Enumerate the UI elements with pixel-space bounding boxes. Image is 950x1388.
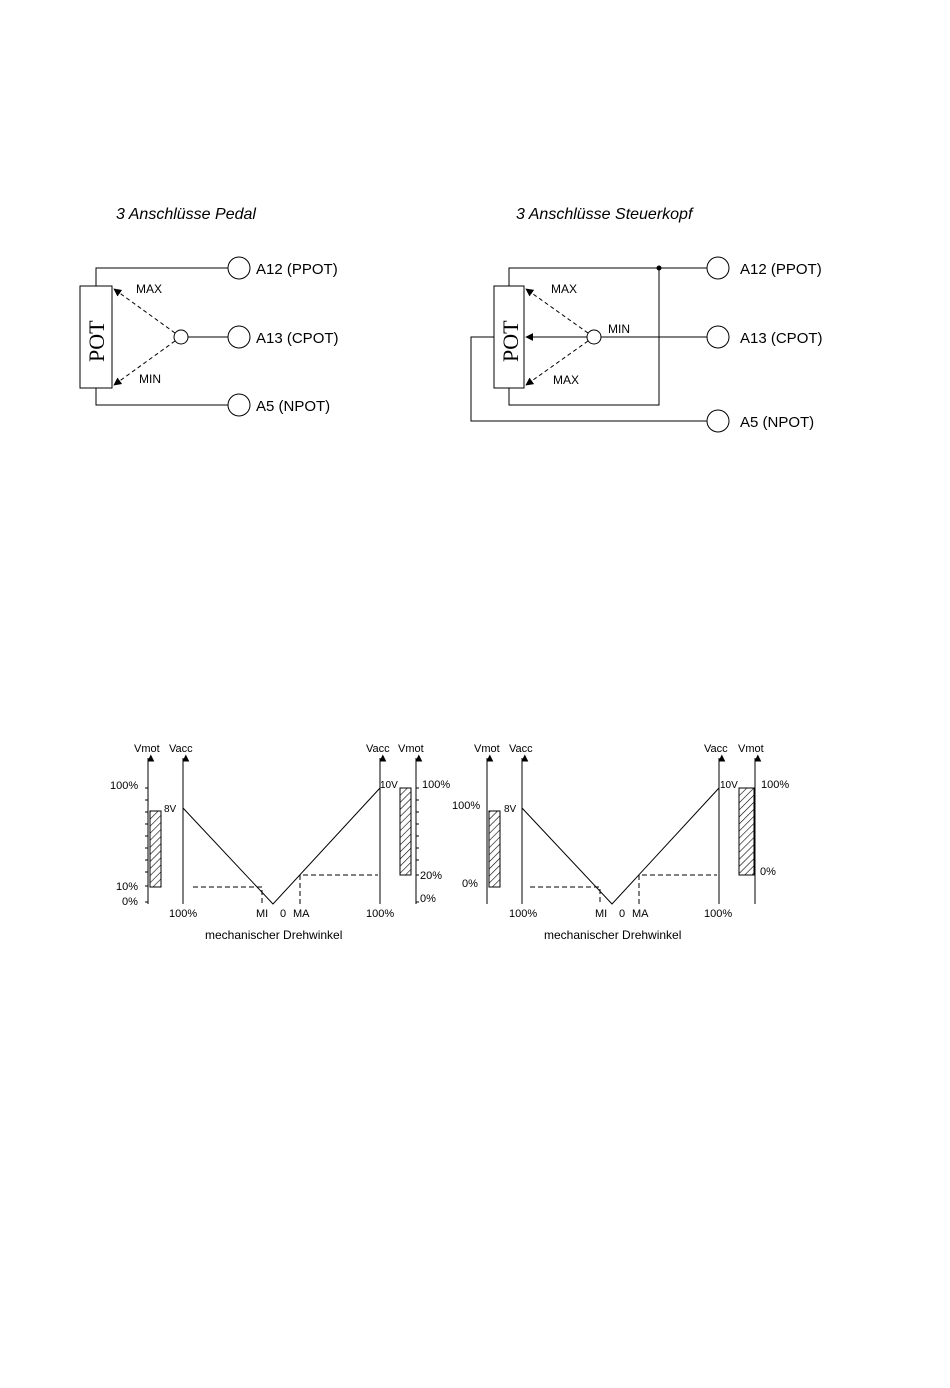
steuerkopf-wire-top xyxy=(508,267,707,286)
left-vacc-right-title: Vacc xyxy=(366,743,390,755)
left-right-tick-20: 20% xyxy=(420,870,442,882)
right-characteristic-curve xyxy=(521,787,720,905)
left-voltage-10v: 10V xyxy=(380,780,398,791)
right-left-tick-0: 0% xyxy=(462,878,478,890)
pedal-terminal-a12-label: A12 (PPOT) xyxy=(256,261,338,278)
left-mi-dashed xyxy=(193,886,263,904)
left-x-tick-100-left: 100% xyxy=(169,908,197,920)
steuerkopf-min-label: MIN xyxy=(608,322,630,336)
steuerkopf-junction-dot xyxy=(656,265,662,271)
left-vmot-right-title: Vmot xyxy=(398,743,424,755)
steuerkopf-wire-npot xyxy=(470,336,707,422)
steuerkopf-max-top-arrow xyxy=(525,288,589,334)
pedal-terminal-a12 xyxy=(227,256,251,280)
right-right-tick-0: 0% xyxy=(760,866,776,878)
left-characteristic-diagram: Vmot Vacc Vacc Vmot 100% 10% 0% 100% 20% xyxy=(110,743,450,942)
pedal-terminal-a13 xyxy=(227,325,251,349)
pedal-terminal-a5 xyxy=(227,393,251,417)
right-vmot-right-bar xyxy=(738,787,755,876)
left-vmot-left-title: Vmot xyxy=(134,743,160,755)
right-voltage-8v: 8V xyxy=(504,804,517,815)
left-vmot-right-bar xyxy=(399,787,412,876)
left-right-tick-0: 0% xyxy=(420,893,436,905)
pedal-pot-label: POT xyxy=(84,320,109,362)
steuerkopf-max-bottom-label: MAX xyxy=(553,373,579,387)
steuerkopf-terminal-a13-label: A13 (CPOT) xyxy=(740,330,823,347)
left-ma-dashed xyxy=(299,874,378,904)
right-vacc-right-title: Vacc xyxy=(704,743,728,755)
left-right-tick-100: 100% xyxy=(422,779,450,791)
pedal-pot-box xyxy=(79,285,113,389)
right-voltage-10v: 10V xyxy=(720,780,738,791)
left-vmot-right-ticks xyxy=(416,787,419,903)
right-xlabel: mechanischer Drehwinkel xyxy=(544,928,681,942)
right-x-tick-100-left: 100% xyxy=(509,908,537,920)
left-x-tick-ma: MA xyxy=(293,908,310,920)
right-mi-dashed xyxy=(530,886,601,904)
left-vmot-left-ticks xyxy=(145,787,148,903)
right-x-tick-0: 0 xyxy=(619,908,625,920)
steuerkopf-terminal-a12 xyxy=(706,256,730,280)
left-voltage-8v: 8V xyxy=(164,804,177,815)
pedal-max-label: MAX xyxy=(136,282,162,296)
left-x-tick-0: 0 xyxy=(280,908,286,920)
right-x-tick-100-right: 100% xyxy=(704,908,732,920)
left-vacc-left-title: Vacc xyxy=(169,743,193,755)
left-left-tick-10: 10% xyxy=(116,881,138,893)
right-vacc-left-title: Vacc xyxy=(509,743,533,755)
right-vmot-left-title: Vmot xyxy=(474,743,500,755)
right-characteristic-diagram: Vmot Vacc Vacc Vmot 100% 0% 100% 0% 8V 1… xyxy=(452,743,789,942)
right-vmot-right-title: Vmot xyxy=(738,743,764,755)
steuerkopf-terminal-a12-label: A12 (PPOT) xyxy=(740,261,822,278)
steuerkopf-terminal-a5-label: A5 (NPOT) xyxy=(740,414,814,431)
left-x-tick-100-right: 100% xyxy=(366,908,394,920)
steuerkopf-pot-label: POT xyxy=(498,320,523,362)
steuerkopf-terminal-a13 xyxy=(706,325,730,349)
steuerkopf-max-top-label: MAX xyxy=(551,282,577,296)
right-ma-dashed xyxy=(638,874,717,904)
right-x-tick-mi: MI xyxy=(595,908,607,920)
pedal-title: 3 Anschlüsse Pedal xyxy=(116,206,256,223)
pedal-terminal-a13-label: A13 (CPOT) xyxy=(256,330,339,347)
right-x-tick-ma: MA xyxy=(632,908,649,920)
steuerkopf-wiring-diagram: 3 Anschlüsse Steuerkopf POT MAX MIN MAX … xyxy=(470,206,823,433)
steuerkopf-max-bottom-arrow xyxy=(525,340,589,386)
pedal-min-arrow xyxy=(113,340,176,386)
steuerkopf-terminal-a5 xyxy=(706,409,730,433)
pedal-wire-top xyxy=(95,267,228,286)
pedal-max-arrow xyxy=(113,288,176,334)
left-x-tick-mi: MI xyxy=(256,908,268,920)
left-vmot-left-bar xyxy=(149,810,162,888)
left-characteristic-curve xyxy=(182,787,381,905)
pedal-min-label: MIN xyxy=(139,372,161,386)
left-left-tick-100: 100% xyxy=(110,780,138,792)
pedal-wire-bottom xyxy=(95,388,228,406)
left-left-tick-0: 0% xyxy=(122,896,138,908)
steuerkopf-wiper-node xyxy=(586,329,602,345)
pedal-wiring-diagram: 3 Anschlüsse Pedal POT MAX MIN A12 (PPOT… xyxy=(79,206,339,417)
right-left-tick-100: 100% xyxy=(452,800,480,812)
right-right-tick-100: 100% xyxy=(761,779,789,791)
right-vmot-left-bar xyxy=(488,810,501,888)
pedal-terminal-a5-label: A5 (NPOT) xyxy=(256,398,330,415)
left-xlabel: mechanischer Drehwinkel xyxy=(205,928,342,942)
steuerkopf-title: 3 Anschlüsse Steuerkopf xyxy=(516,206,694,223)
pedal-wiper-node xyxy=(173,329,189,345)
